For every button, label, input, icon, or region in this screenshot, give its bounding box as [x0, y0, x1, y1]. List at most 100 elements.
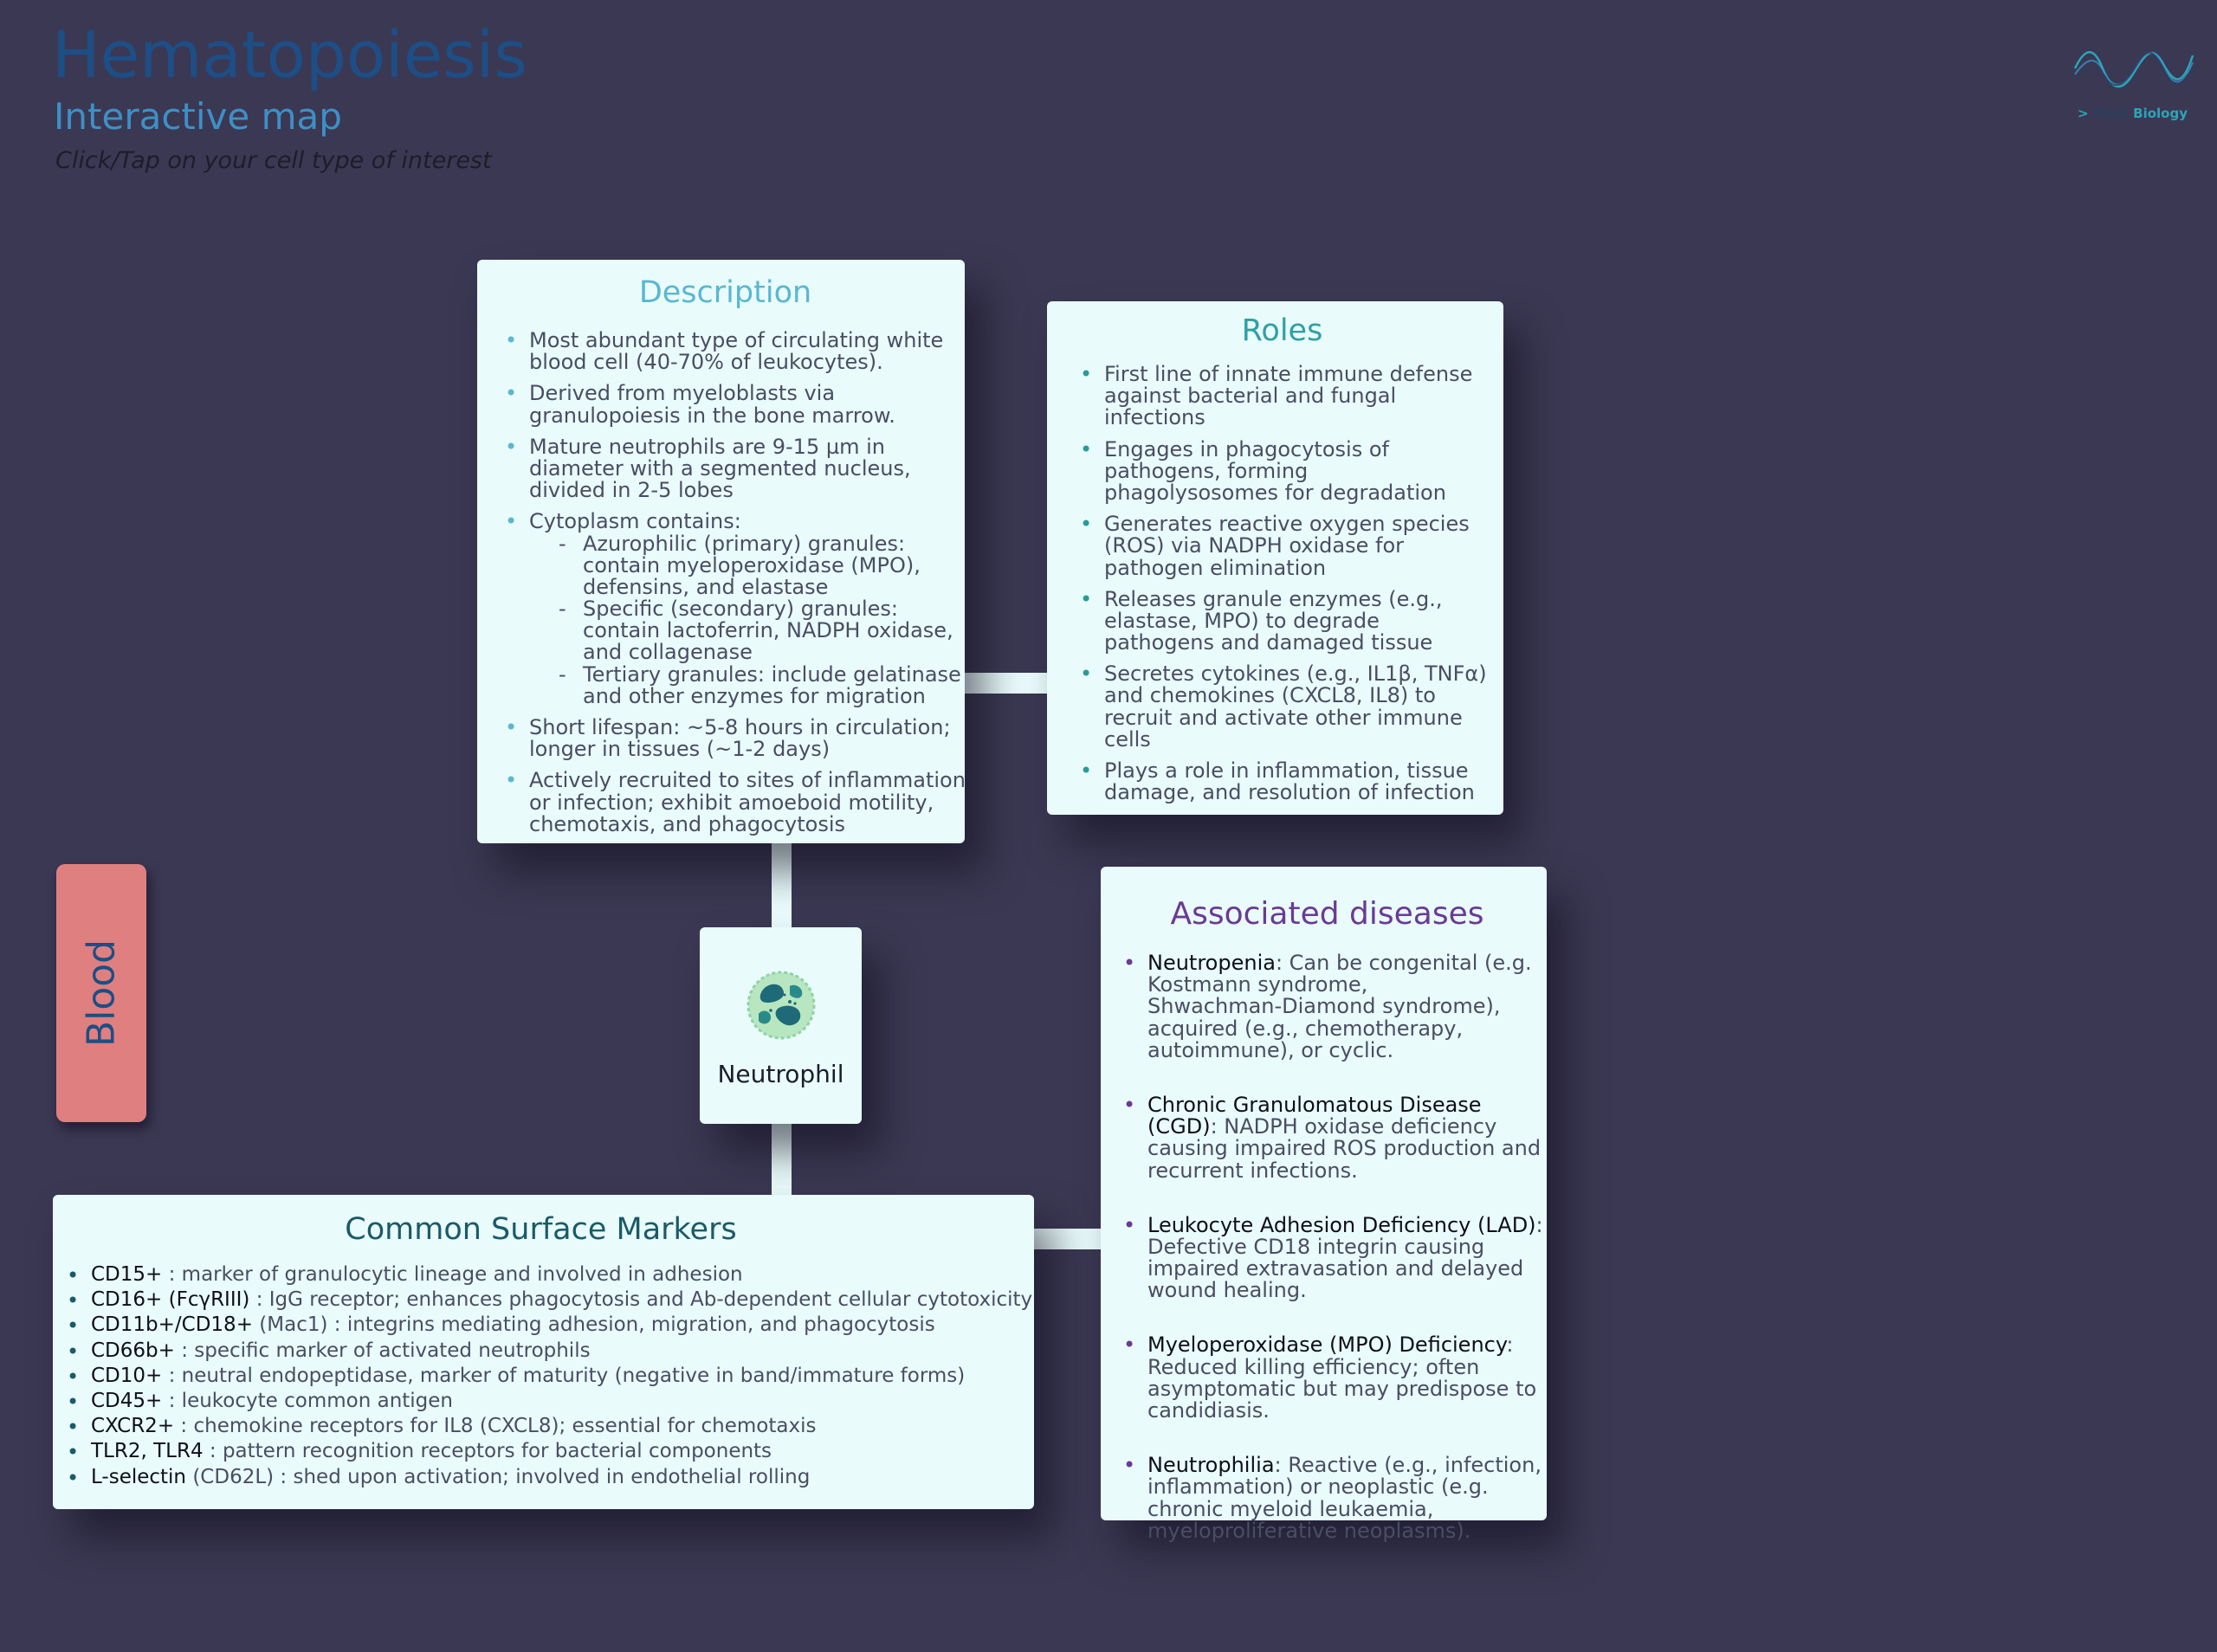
description-item: Most abundant type of circulating whiteb…: [503, 328, 947, 375]
disease-term: Neutrophilia: [1147, 1453, 1275, 1478]
pixel-biology-logo[interactable]: > Pixel Biology: [2065, 38, 2194, 133]
text-line: candidiasis.: [1147, 1398, 1270, 1423]
associated-diseases-card: Associated diseases Neutropenia: Can be …: [1101, 867, 1547, 1541]
disease-item: Leukocyte Adhesion Deficiency (LAD):Defe…: [1121, 1214, 1543, 1302]
connector-desc-neutrophil: [772, 840, 792, 930]
text-line: defensins, and elastase: [583, 574, 829, 599]
text-line: damage, and resolution of infection: [1104, 780, 1475, 805]
text-line: Plays a role in inflammation, tissue: [1104, 758, 1469, 783]
disease-item: Neutrophilia: Reactive (e.g., infection,…: [1121, 1453, 1542, 1543]
text-line: impaired extravasation and delayed: [1147, 1256, 1524, 1281]
text-line: infections: [1104, 405, 1205, 430]
text-line: pathogen elimination: [1104, 555, 1327, 580]
connector-desc-roles: [961, 673, 1050, 694]
description-item: Actively recruited to sites of inflammat…: [503, 770, 966, 836]
blood-tab-label: Blood: [79, 939, 124, 1048]
text-line: Derived from myeloblasts via: [529, 381, 836, 406]
text-line: asymptomatic but may predispose to: [1147, 1376, 1537, 1401]
diseases-title: Associated diseases: [1170, 896, 1484, 932]
marker-name: CD66b+: [91, 1339, 175, 1362]
text-line: (CGD): NADPH oxidase deficiency: [1147, 1114, 1497, 1139]
disease-item: Neutropenia: Can be congenital (e.g.Kost…: [1121, 952, 1533, 1062]
text-line: phagolysosomes for degradation: [1104, 480, 1446, 505]
text-line: autoimmune), or cyclic.: [1147, 1037, 1394, 1062]
text-line: and other enzymes for migration: [583, 683, 926, 708]
disease-term: Chronic Granulomatous Disease: [1147, 1092, 1482, 1117]
text-line: Most abundant type of circulating white: [529, 328, 944, 352]
text-line: myeloproliferative neoplasms).: [1147, 1518, 1471, 1543]
text-line: blood cell (40-70% of leukocytes).: [529, 350, 883, 375]
disease-item: Myeloperoxidase (MPO) Deficiency:Reduced…: [1121, 1333, 1537, 1423]
text-line: and chemokines (CXCL8, IL8) to: [1104, 683, 1436, 708]
text-line: Azurophilic (primary) granules:: [583, 531, 906, 556]
marker-name: CD11b+/CD18+: [91, 1313, 253, 1337]
marker-description: : IgG receptor; enhances phagocytosis an…: [249, 1288, 1033, 1312]
role-item: Plays a role in inflammation, tissuedama…: [1078, 758, 1486, 805]
blood-tab[interactable]: Blood: [56, 864, 146, 1122]
marker-item: CXCR2+ : chemokine receptors for IL8 (CX…: [65, 1414, 1017, 1441]
text-line: Shwachman-Diamond syndrome),: [1147, 994, 1501, 1019]
marker-description: : chemokine receptors for IL8 (CXCL8); e…: [174, 1415, 817, 1438]
text-line: against bacterial and fungal: [1104, 384, 1397, 409]
text-line: diameter with a segmented nucleus,: [529, 455, 911, 481]
waveform-icon: [2073, 51, 2194, 88]
marker-item: CD10+ : neutral endopeptidase, marker of…: [65, 1364, 1017, 1391]
page-title: Hematopoiesis: [52, 18, 527, 93]
granule-item: Tertiary granules: include gelatinaseand…: [555, 663, 961, 708]
disease-term: (CGD): [1147, 1114, 1211, 1139]
text-line: causing impaired ROS production and: [1147, 1136, 1542, 1161]
marker-item: CD66b+ : specific marker of activated ne…: [65, 1339, 1017, 1365]
text-line: Defective CD18 integrin causing: [1147, 1234, 1485, 1259]
marker-name: CD45+: [91, 1390, 163, 1413]
text-line: Actively recruited to sites of inflammat…: [529, 768, 966, 793]
connector-neutrophil-markers: [772, 1121, 792, 1197]
marker-item: TLR2, TLR4 : pattern recognition recepto…: [65, 1439, 1017, 1466]
marker-item: CD45+ : leukocyte common antigen: [65, 1389, 1017, 1416]
text-line: chemotaxis, and phagocytosis: [529, 811, 846, 836]
description-item: Derived from myeloblasts viagranulopoies…: [503, 383, 947, 426]
text-line: Generates reactive oxygen species: [1104, 512, 1470, 537]
description-title: Description: [638, 275, 812, 310]
logo-text: > Pixel Biology: [2077, 106, 2188, 121]
marker-description: : leukocyte common antigen: [162, 1390, 454, 1413]
text-line: Leukocyte Adhesion Deficiency (LAD):: [1147, 1212, 1543, 1237]
role-item: Generates reactive oxygen species(ROS) v…: [1078, 513, 1486, 579]
surface-markers-card: Common Surface Markers CD15+ : marker of…: [53, 1195, 1034, 1509]
text-line: longer in tissues (~1-2 days): [529, 737, 831, 762]
role-item: First line of innate immune defenseagain…: [1078, 363, 1486, 430]
text-line: elastase, MPO) to degrade: [1104, 608, 1380, 633]
text-line: Reduced killing efficiency; often: [1147, 1354, 1480, 1379]
text-line: or infection; exhibit amoeboid motility,: [529, 790, 934, 815]
description-item: Cytoplasm contains:Azurophilic (primary)…: [503, 511, 961, 708]
marker-name: CXCR2+: [91, 1415, 175, 1438]
marker-description: : neutral endopeptidase, marker of matur…: [162, 1364, 966, 1387]
text-line: pathogens and damaged tissue: [1104, 630, 1433, 655]
text-line: Myeloperoxidase (MPO) Deficiency:: [1147, 1333, 1514, 1358]
text-line: and collagenase: [583, 640, 753, 665]
granule-item: Azurophilic (primary) granules:contain m…: [555, 531, 947, 599]
description-list: Most abundant type of circulating whiteb…: [503, 328, 966, 836]
markers-list: CD15+ : marker of granulocytic lineage a…: [65, 1262, 1032, 1492]
text-line: divided in 2-5 lobes: [529, 478, 734, 503]
cytoplasm-granule-list: Azurophilic (primary) granules:contain m…: [529, 531, 961, 708]
text-line: Short lifespan: ~5-8 hours in circulatio…: [529, 715, 951, 739]
roles-list: First line of innate immune defenseagain…: [1078, 363, 1487, 805]
text-line: Releases granule enzymes (e.g.,: [1104, 586, 1443, 611]
roles-title: Roles: [1241, 313, 1323, 348]
marker-description: : marker of granulocytic lineage and inv…: [162, 1263, 743, 1286]
marker-item: CD15+ : marker of granulocytic lineage a…: [65, 1262, 1017, 1289]
text-line: Kostmann syndrome,: [1147, 972, 1368, 997]
text-line: contain myeloperoxidase (MPO),: [583, 552, 921, 578]
instruction-text: Click/Tap on your cell type of interest: [55, 147, 492, 174]
text-line: Secretes cytokines (e.g., IL1β, TNFα): [1104, 661, 1487, 687]
disease-item: Chronic Granulomatous Disease(CGD): NADP…: [1121, 1092, 1541, 1182]
marker-description: (Mac1) : integrins mediating adhesion, m…: [252, 1313, 935, 1337]
disease-term: Myeloperoxidase (MPO) Deficiency: [1147, 1333, 1507, 1358]
marker-description: : pattern recognition receptors for bact…: [203, 1440, 772, 1463]
marker-item: L-selectin (CD62L) : shed upon activatio…: [65, 1465, 1017, 1492]
connector-markers-diseases: [1031, 1229, 1104, 1249]
text-line: Tertiary granules: include gelatinase: [583, 661, 961, 687]
neutrophil-node[interactable]: Neutrophil: [700, 927, 862, 1124]
text-line: (ROS) via NADPH oxidase for: [1104, 533, 1405, 558]
text-line: cells: [1104, 726, 1151, 752]
